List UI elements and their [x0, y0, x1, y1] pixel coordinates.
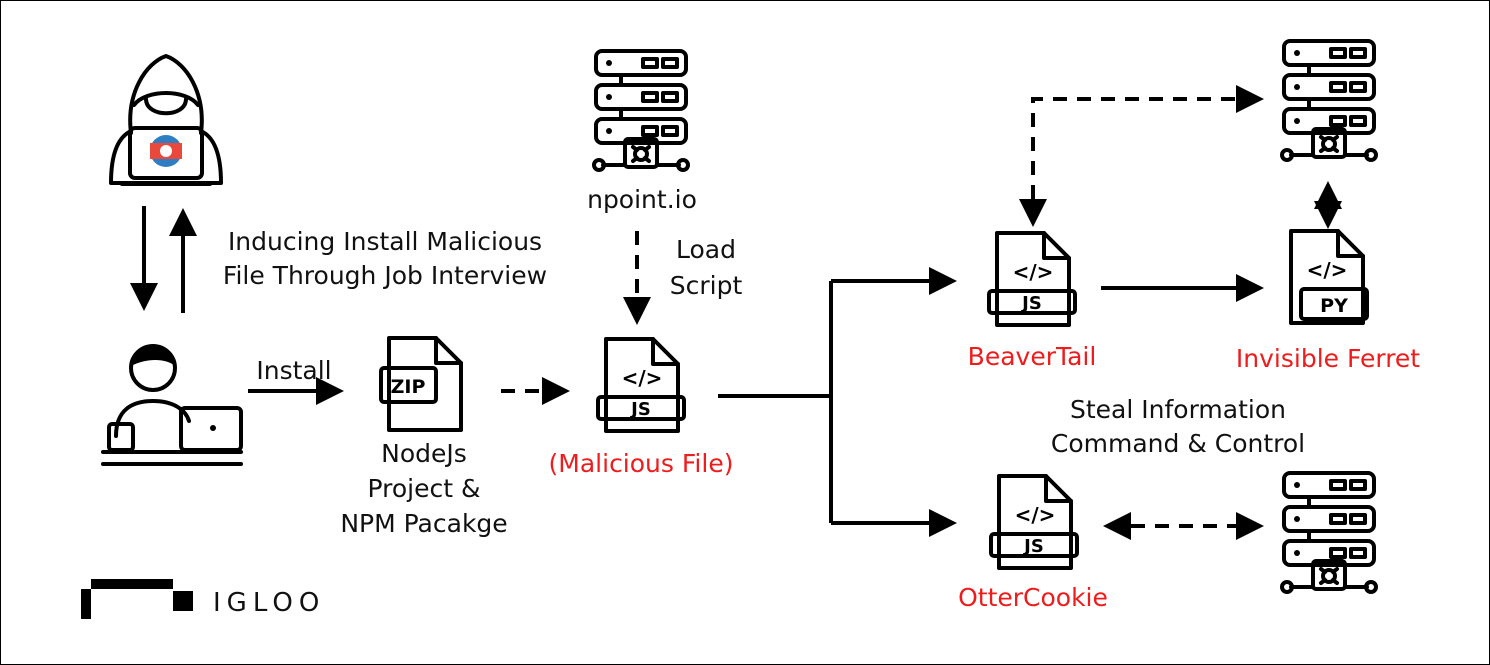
svg-text:</>: </>	[1015, 503, 1056, 527]
npoint-label: npoint.io	[587, 185, 697, 214]
beavertail-label: BeaverTail	[968, 342, 1097, 371]
nodejs-label-2: Project &	[368, 474, 481, 503]
load-label-1: Load	[676, 235, 736, 264]
inducing-label-2: File Through Job Interview	[223, 261, 547, 290]
hacker-icon	[109, 54, 223, 186]
py-file-icon: </> PY	[1289, 229, 1369, 325]
svg-text:</>: </>	[1307, 258, 1348, 282]
server-icon	[1280, 39, 1378, 162]
server-icon	[592, 49, 690, 172]
nodejs-label-3: NPM Pacakge	[340, 509, 507, 538]
svg-text:JS: JS	[1022, 536, 1044, 557]
branch-line	[718, 281, 833, 523]
zip-file-icon: ZIP	[379, 336, 463, 432]
svg-text:IGLOO: IGLOO	[213, 588, 325, 618]
inducing-label-1: Inducing Install Malicious	[228, 227, 542, 256]
install-label: Install	[256, 356, 331, 385]
steal-label-1: Steal Information	[1070, 395, 1286, 424]
load-label-2: Script	[670, 271, 743, 300]
svg-text:JS: JS	[629, 399, 651, 420]
invisible-ferret-label: Invisible Ferret	[1236, 344, 1420, 373]
js-file-icon: </> JS	[987, 231, 1077, 327]
svg-text:ZIP: ZIP	[391, 376, 426, 398]
nodejs-label-1: NodeJs	[381, 439, 467, 468]
js-file-icon: </> JS	[596, 337, 686, 433]
svg-text:PY: PY	[1320, 295, 1348, 317]
malicious-file-label: (Malicious File)	[549, 449, 734, 478]
svg-text:</>: </>	[1013, 260, 1054, 284]
svg-text:</>: </>	[622, 366, 663, 390]
steal-label-2: Command & Control	[1051, 429, 1305, 458]
igloo-logo: IGLOO	[81, 579, 325, 619]
developer-icon	[101, 344, 243, 466]
svg-text:JS: JS	[1020, 293, 1042, 314]
beavertail-c2-arrow	[1019, 85, 1264, 227]
server-icon	[1280, 471, 1378, 594]
js-file-icon: </> JS	[989, 474, 1079, 570]
ottercookie-label: OtterCookie	[958, 583, 1108, 612]
